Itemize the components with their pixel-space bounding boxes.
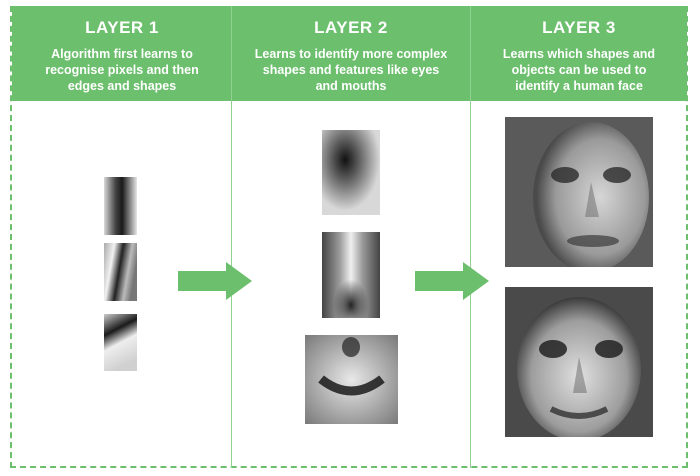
edge-feature-image — [104, 243, 137, 301]
layer-1-column: LAYER 1 Algorithm first learns to recogn… — [12, 6, 232, 468]
layer-1-description: Algorithm first learns to recognise pixe… — [45, 47, 199, 93]
eye-feature-image — [322, 130, 380, 215]
column-divider-2 — [470, 6, 471, 468]
column-divider-1 — [231, 6, 232, 468]
edge-feature-image — [104, 314, 137, 371]
layer-2-column: LAYER 2 Learns to identify more complex … — [232, 6, 470, 468]
mouth-feature-image — [305, 335, 398, 424]
layer-3-column: LAYER 3 Learns which shapes and objects … — [471, 6, 687, 468]
face-image — [505, 287, 653, 437]
layer-3-header: LAYER 3 Learns which shapes and objects … — [471, 6, 687, 101]
face-image — [505, 117, 653, 267]
layer-2-description: Learns to identify more complex shapes a… — [254, 47, 448, 93]
layer-2-header: LAYER 2 Learns to identify more complex … — [232, 6, 470, 101]
layer-1-title: LAYER 1 — [85, 18, 159, 37]
nose-feature-image — [322, 232, 380, 318]
layer-2-title: LAYER 2 — [314, 18, 388, 37]
layer-1-header: LAYER 1 Algorithm first learns to recogn… — [12, 6, 232, 101]
layer-3-description: Learns which shapes and objects can be u… — [502, 47, 656, 93]
arrow-right-icon — [415, 262, 489, 300]
edge-feature-image — [104, 177, 137, 235]
arrow-right-icon — [178, 262, 252, 300]
layer-3-title: LAYER 3 — [542, 18, 616, 37]
